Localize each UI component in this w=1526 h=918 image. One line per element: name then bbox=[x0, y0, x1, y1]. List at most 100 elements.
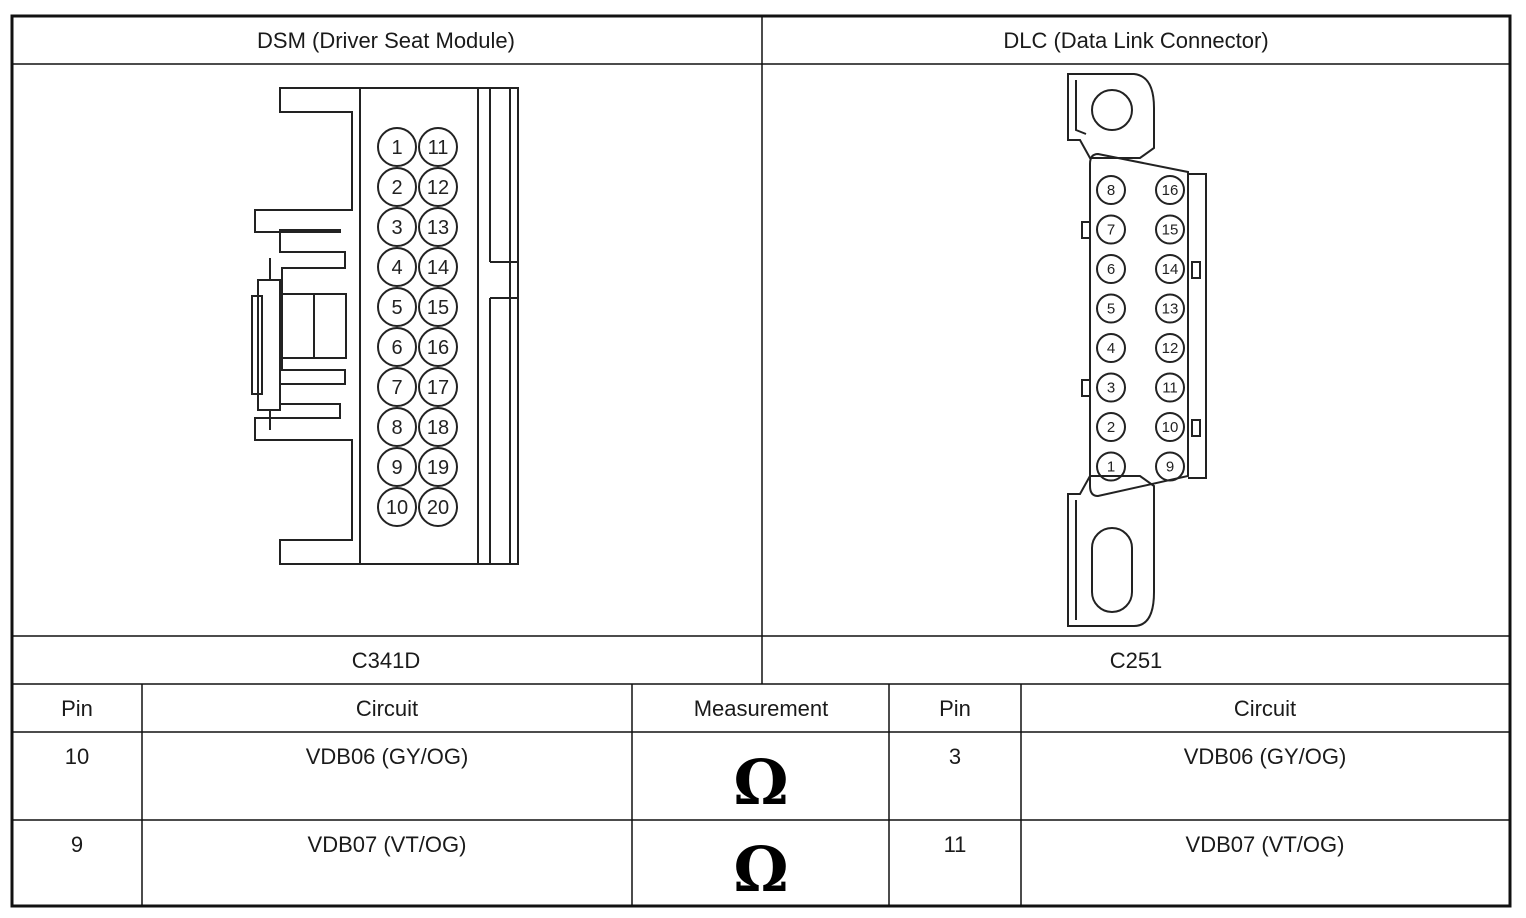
dlc-title: DLC (Data Link Connector) bbox=[1003, 28, 1268, 53]
pin-label: 16 bbox=[427, 337, 449, 359]
pin-label: 14 bbox=[1162, 261, 1179, 278]
pin-circle bbox=[418, 207, 458, 247]
dsm-title: DSM (Driver Seat Module) bbox=[257, 28, 515, 53]
pin-circle bbox=[1155, 372, 1185, 403]
row1-pin-b: 3 bbox=[949, 744, 961, 769]
pin-circle bbox=[377, 327, 417, 367]
pin-circle bbox=[1155, 412, 1185, 442]
pin-circle bbox=[1096, 254, 1126, 284]
pin-label: 16 bbox=[1162, 182, 1179, 199]
pin-circle bbox=[418, 247, 458, 287]
pin-circle bbox=[1096, 293, 1126, 324]
pin-label: 5 bbox=[1107, 301, 1115, 318]
pin-label: 14 bbox=[427, 257, 449, 279]
table-row: 10 VDB06 (GY/OG) Ω 3 VDB06 (GY/OG) bbox=[65, 744, 1347, 819]
pin-circle bbox=[418, 487, 458, 527]
dsm-connector-drawing bbox=[251, 87, 519, 565]
pin-circle bbox=[1155, 254, 1185, 284]
pin-label: 2 bbox=[391, 177, 402, 199]
row2-circuit-b: VDB07 (VT/OG) bbox=[1186, 832, 1345, 857]
pin-circle bbox=[1096, 175, 1126, 205]
pin-circle bbox=[377, 207, 417, 247]
pin-label: 7 bbox=[1107, 222, 1115, 239]
row2-ohm-icon: Ω bbox=[733, 833, 788, 906]
pin-label: 11 bbox=[1162, 380, 1178, 397]
pin-circle bbox=[1096, 412, 1126, 442]
pin-circle bbox=[377, 247, 417, 287]
pin-label: 10 bbox=[386, 497, 408, 519]
pin-label: 4 bbox=[1107, 340, 1115, 357]
pin-label: 15 bbox=[427, 297, 449, 319]
pin-label: 3 bbox=[391, 217, 402, 239]
pin-label: 18 bbox=[427, 417, 449, 439]
row1-pin-a: 10 bbox=[65, 744, 89, 769]
table-header-row: Pin Circuit Measurement Pin Circuit bbox=[61, 696, 1296, 721]
pin-circle bbox=[377, 487, 417, 527]
pin-circle bbox=[1155, 451, 1185, 482]
row2-pin-b: 11 bbox=[944, 832, 967, 857]
pin-circle bbox=[377, 447, 417, 487]
pin-label: 20 bbox=[427, 497, 449, 519]
pin-label: 7 bbox=[391, 377, 402, 399]
pin-circle bbox=[418, 327, 458, 367]
pin-label: 9 bbox=[391, 457, 402, 479]
pin-label: 8 bbox=[1107, 182, 1115, 199]
table-row: 9 VDB07 (VT/OG) Ω 11 VDB07 (VT/OG) bbox=[71, 832, 1345, 906]
pin-label: 3 bbox=[1107, 380, 1115, 397]
pin-circle bbox=[418, 367, 458, 407]
header-pin-a: Pin bbox=[61, 696, 93, 721]
pin-circle bbox=[1096, 372, 1126, 403]
pin-circle bbox=[1155, 214, 1185, 245]
pin-label: 10 bbox=[1162, 419, 1179, 436]
outer-border bbox=[10, 14, 1512, 908]
pin-label: 19 bbox=[427, 457, 449, 479]
pin-circle bbox=[418, 407, 458, 447]
row1-circuit-a: VDB06 (GY/OG) bbox=[306, 744, 469, 769]
header-measurement: Measurement bbox=[694, 696, 829, 721]
header-circuit-b: Circuit bbox=[1234, 696, 1296, 721]
header-circuit-a: Circuit bbox=[356, 696, 418, 721]
pin-label: 13 bbox=[1162, 301, 1179, 318]
pin-circle bbox=[377, 287, 417, 327]
dlc-pin-grid: 8 7 6 5 4 3 2 1 16 15 14 13 12 11 10 9 bbox=[1096, 175, 1185, 482]
pin-circle bbox=[1155, 293, 1185, 324]
row2-circuit-a: VDB07 (VT/OG) bbox=[308, 832, 467, 857]
pin-circle bbox=[418, 167, 458, 207]
pin-label: 6 bbox=[391, 337, 402, 359]
pin-label: 1 bbox=[1107, 459, 1115, 476]
dsm-connector-id: C341D bbox=[352, 648, 420, 673]
pin-circle bbox=[1096, 451, 1126, 482]
pin-circle bbox=[1155, 175, 1185, 205]
pin-label: 6 bbox=[1107, 261, 1115, 278]
pin-circle bbox=[377, 127, 417, 167]
pin-circle bbox=[1096, 214, 1126, 245]
pin-label: 1 bbox=[391, 137, 402, 159]
pin-label: 9 bbox=[1166, 459, 1174, 476]
dlc-connector-id: C251 bbox=[1110, 648, 1163, 673]
dlc-connector-drawing bbox=[1067, 73, 1207, 627]
row2-pin-a: 9 bbox=[71, 832, 83, 857]
pin-label: 4 bbox=[391, 257, 402, 279]
pin-circle bbox=[377, 407, 417, 447]
pin-circle bbox=[1096, 333, 1126, 363]
pin-circle bbox=[418, 287, 458, 327]
pin-label: 12 bbox=[1162, 340, 1179, 357]
pin-label: 5 bbox=[391, 297, 402, 319]
grid-lines bbox=[10, 14, 1512, 908]
pin-label: 8 bbox=[391, 417, 402, 439]
pin-circle bbox=[418, 447, 458, 487]
pin-circle bbox=[418, 127, 458, 167]
pin-circle bbox=[377, 167, 417, 207]
row1-ohm-icon: Ω bbox=[733, 746, 788, 819]
header-pin-b: Pin bbox=[939, 696, 971, 721]
pin-circle bbox=[1155, 333, 1185, 363]
pin-label: 2 bbox=[1107, 419, 1115, 436]
pin-label: 15 bbox=[1162, 222, 1179, 239]
pin-circle bbox=[377, 367, 417, 407]
row1-circuit-b: VDB06 (GY/OG) bbox=[1184, 744, 1347, 769]
pin-label: 12 bbox=[427, 177, 449, 199]
pin-label: 11 bbox=[428, 137, 449, 159]
pin-label: 13 bbox=[427, 217, 449, 239]
